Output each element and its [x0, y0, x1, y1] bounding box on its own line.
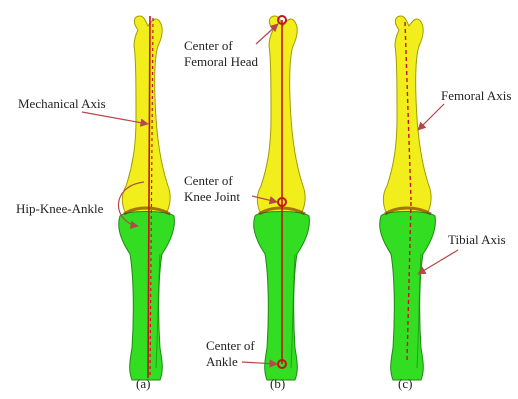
- knee-joint-label-line1: Center of: [184, 173, 233, 188]
- leg-model-c: [380, 16, 436, 380]
- femoral-axis-label: Femoral Axis: [441, 88, 511, 103]
- ankle-label-line2: Ankle: [206, 354, 238, 369]
- mechanical-axis-label: Mechanical Axis: [18, 96, 106, 111]
- hka-label: Hip-Knee-Ankle: [16, 201, 104, 216]
- femoral-head-label-line2: Femoral Head: [184, 54, 259, 69]
- femoral-head-label-line1: Center of: [184, 38, 233, 53]
- panel-a: Mechanical Axis Hip-Knee-Ankle (a): [16, 16, 174, 391]
- panel-c: Femoral Axis Tibial Axis (c): [380, 16, 512, 391]
- panel-c-caption: (c): [398, 376, 412, 391]
- panel-a-caption: (a): [136, 376, 150, 391]
- tibial-axis-pointer: [418, 250, 458, 274]
- tibial-axis-label: Tibial Axis: [448, 232, 506, 247]
- panel-b: Center of Femoral Head Center of Knee Jo…: [184, 16, 309, 391]
- ankle-label-line1: Center of: [206, 338, 255, 353]
- knee-joint-label-line2: Knee Joint: [184, 189, 240, 204]
- leg-model-a: [119, 16, 175, 380]
- femoral-axis-pointer: [418, 104, 444, 130]
- panel-b-caption: (b): [270, 376, 285, 391]
